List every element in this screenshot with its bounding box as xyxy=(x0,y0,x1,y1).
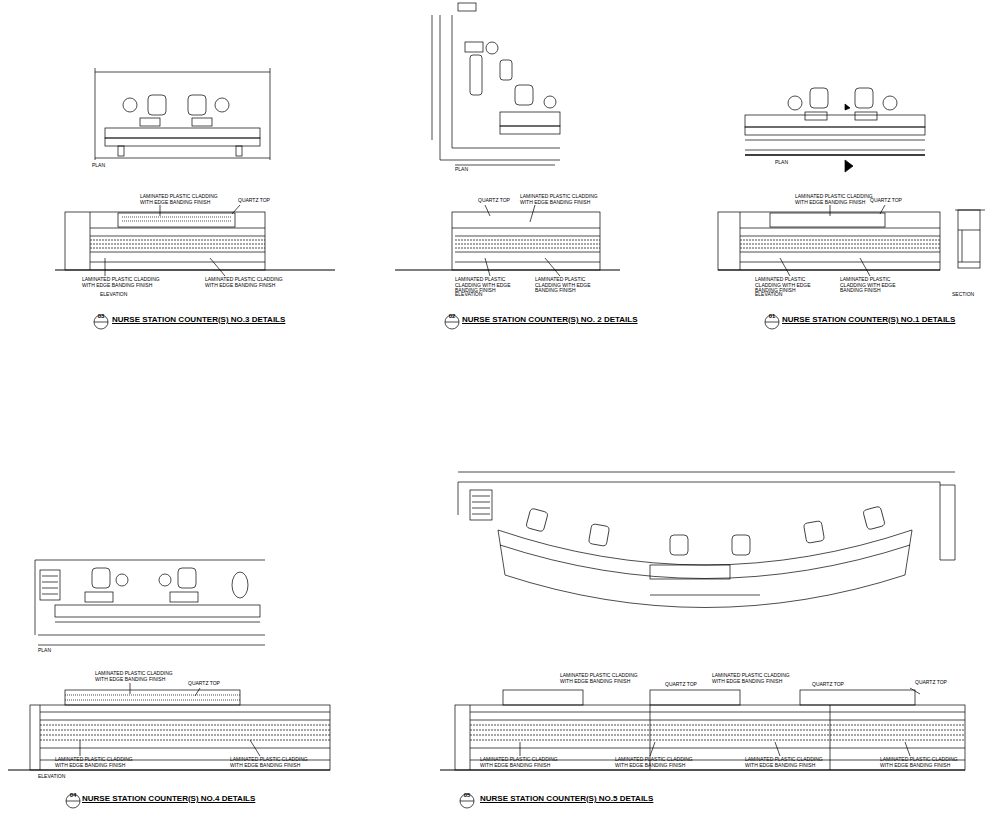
material-note: LAMINATED PLASTIC CLADDING WITH EDGE BAN… xyxy=(712,673,792,684)
elevation-04 xyxy=(8,683,330,770)
view-label: PLAN xyxy=(92,163,105,169)
material-note: LAMINATED PLASTIC CLADDING WITH EDGE BAN… xyxy=(560,673,640,684)
material-note: LAMINATED PLASTIC CLADDING WITH EDGE BAN… xyxy=(615,757,695,768)
detail-title: NURSE STATION COUNTER(S) NO.1 DETAILS xyxy=(782,316,955,325)
material-note: LAMINATED PLASTIC CLADDING WITH EDGE BAN… xyxy=(880,757,960,768)
plan-04 xyxy=(35,560,265,645)
plan-03 xyxy=(95,68,270,160)
view-label: SECTION xyxy=(952,292,974,298)
material-note: LAMINATED PLASTIC CLADDING WITH EDGE BAN… xyxy=(520,194,600,205)
plan-01 xyxy=(745,88,925,172)
material-note: LAMINATED PLASTIC CLADDING WITH EDGE BAN… xyxy=(840,277,915,294)
material-note: LAMINATED PLASTIC CLADDING WITH EDGE BAN… xyxy=(230,757,310,768)
detail-title: NURSE STATION COUNTER(S) NO.4 DETAILS xyxy=(82,795,255,804)
callout-number: 02 xyxy=(445,313,459,320)
elevation-02 xyxy=(395,205,620,276)
material-note: LAMINATED PLASTIC CLADDING WITH EDGE BAN… xyxy=(95,671,175,682)
elevation-05 xyxy=(440,688,965,770)
plan-05 xyxy=(458,472,955,608)
callout-number: 04 xyxy=(66,792,80,799)
view-label: ELEVATION xyxy=(455,292,482,298)
material-note: LAMINATED PLASTIC CLADDING WITH EDGE BAN… xyxy=(795,194,875,205)
view-label: ELEVATION xyxy=(100,292,127,298)
callout-number: 01 xyxy=(765,313,779,320)
material-note: LAMINATED PLASTIC CLADDING WITH EDGE BAN… xyxy=(745,757,825,768)
detail-title: NURSE STATION COUNTER(S) NO. 2 DETAILS xyxy=(462,316,638,325)
view-label: PLAN xyxy=(455,167,468,173)
elevation-01 xyxy=(718,205,985,276)
material-note: QUARTZ TOP xyxy=(238,198,278,204)
detail-title: NURSE STATION COUNTER(S) NO.3 DETAILS xyxy=(112,316,285,325)
material-note: LAMINATED PLASTIC CLADDING WITH EDGE BAN… xyxy=(205,277,285,288)
view-label: PLAN xyxy=(38,648,51,654)
material-note: LAMINATED PLASTIC CLADDING WITH EDGE BAN… xyxy=(535,277,605,294)
material-note: QUARTZ TOP xyxy=(870,198,910,204)
material-note: QUARTZ TOP xyxy=(478,198,518,204)
material-note: QUARTZ TOP xyxy=(188,681,228,687)
view-label: ELEVATION xyxy=(38,774,65,780)
material-note: QUARTZ TOP xyxy=(915,680,955,686)
material-note: QUARTZ TOP xyxy=(665,682,705,688)
material-note: LAMINATED PLASTIC CLADDING WITH EDGE BAN… xyxy=(55,757,135,768)
view-label: PLAN xyxy=(775,160,788,166)
elevation-03 xyxy=(55,205,335,276)
material-note: LAMINATED PLASTIC CLADDING WITH EDGE BAN… xyxy=(82,277,162,288)
material-note: QUARTZ TOP xyxy=(812,682,852,688)
callout-number: 03 xyxy=(94,313,108,320)
callout-circles xyxy=(66,315,779,808)
callout-number: 05 xyxy=(460,792,474,799)
detail-title: NURSE STATION COUNTER(S) NO.5 DETAILS xyxy=(480,795,653,804)
material-note: LAMINATED PLASTIC CLADDING WITH EDGE BAN… xyxy=(480,757,560,768)
view-label: ELEVATION xyxy=(755,292,782,298)
plan-02 xyxy=(432,3,560,165)
material-note: LAMINATED PLASTIC CLADDING WITH EDGE BAN… xyxy=(140,194,220,205)
